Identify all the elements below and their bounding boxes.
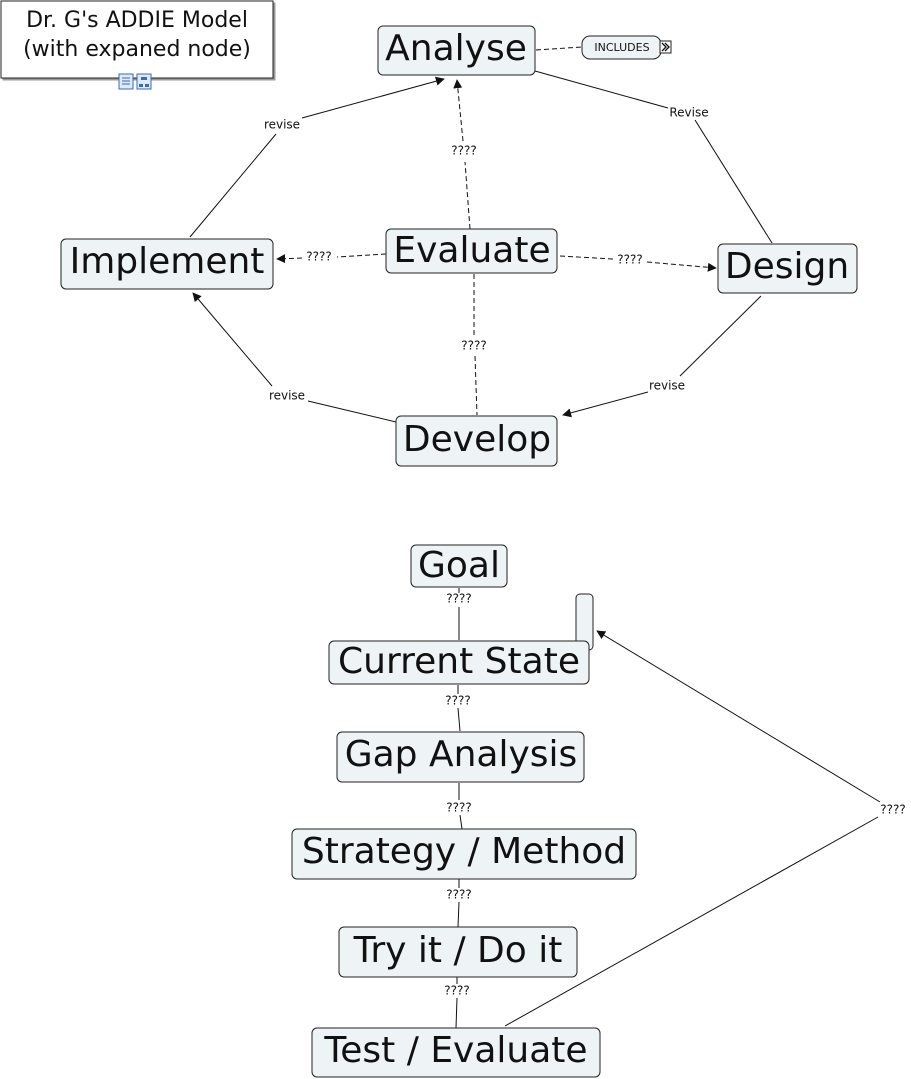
link-label-evaluate-implement[interactable]: ????	[306, 250, 331, 264]
edge-evaluate-q-up	[464, 161, 471, 230]
node-includes[interactable]: INCLUDES	[581, 35, 662, 60]
node-evaluate[interactable]: Evaluate	[385, 228, 558, 274]
edge-q-analyse	[453, 79, 464, 142]
link-label-evaluate-develop[interactable]: ????	[461, 339, 486, 353]
edge-evaluate-q-right	[559, 255, 614, 260]
node-test-evaluate[interactable]: Test / Evaluate	[311, 1027, 601, 1078]
edge-revise-design	[694, 119, 773, 244]
link-label-goal-current[interactable]: ????	[446, 592, 471, 606]
resource-icon[interactable]	[118, 73, 134, 90]
link-label-gap-strategy[interactable]: ????	[446, 801, 471, 815]
link-label-develop-implement[interactable]: revise	[269, 389, 305, 403]
edge-implement-revise	[189, 133, 277, 238]
node-strategy-method[interactable]: Strategy / Method	[291, 828, 637, 880]
edge-analyse-revise	[534, 70, 669, 109]
edge-revise-develop	[562, 391, 649, 418]
node-strategy-method-label: Strategy / Method	[302, 831, 626, 872]
link-label-strategy-try[interactable]: ????	[446, 888, 471, 902]
edge-revise-implement	[192, 292, 273, 387]
concept-map-icon[interactable]	[136, 73, 152, 90]
node-analyse-label: Analyse	[385, 28, 527, 69]
edge-q-design	[646, 261, 717, 272]
link-label-implement-analyse[interactable]: revise	[264, 118, 300, 132]
link-label-try-test[interactable]: ????	[444, 984, 469, 998]
node-goal[interactable]: Goal	[410, 544, 508, 588]
link-label-evaluate-design[interactable]: ????	[617, 253, 642, 267]
node-current-state-label: Current State	[338, 641, 580, 682]
node-implement[interactable]: Implement	[60, 238, 274, 290]
edge-q-try	[457, 901, 460, 928]
node-analyse[interactable]: Analyse	[377, 25, 536, 76]
edge-q-strategy	[459, 814, 463, 830]
edge-test-q	[504, 816, 879, 1027]
edge-q-develop	[474, 355, 478, 416]
edge-revise-analyse	[301, 76, 445, 119]
title-box: Dr. G's ADDIE Model (with expaned node)	[0, 0, 274, 79]
edge-q-implement	[276, 254, 303, 264]
link-label-analyse-design[interactable]: Revise	[669, 106, 708, 120]
node-gap-analysis[interactable]: Gap Analysis	[336, 731, 585, 783]
edge-evaluate-q-left	[336, 253, 387, 258]
node-try-it[interactable]: Try it / Do it	[338, 926, 578, 978]
edge-analyse-includes	[535, 46, 583, 51]
node-goal-label: Goal	[418, 545, 500, 586]
node-test-evaluate-label: Test / Evaluate	[323, 1030, 587, 1071]
edge-q-current-loop	[596, 630, 881, 803]
edge-q-test	[455, 997, 458, 1029]
node-includes-label: INCLUDES	[594, 41, 649, 54]
link-label-evaluate-analyse[interactable]: ????	[451, 144, 476, 158]
node-develop-label: Develop	[403, 419, 551, 460]
expand-icon[interactable]	[659, 40, 672, 54]
edge-develop-revise	[307, 400, 397, 423]
node-try-it-label: Try it / Do it	[353, 930, 563, 971]
link-label-test-loop[interactable]: ????	[880, 803, 905, 817]
node-gap-analysis-label: Gap Analysis	[345, 734, 578, 775]
node-implement-label: Implement	[70, 241, 265, 282]
link-label-design-develop[interactable]: revise	[649, 379, 685, 393]
title-line-1: Dr. G's ADDIE Model	[26, 8, 248, 33]
edge-q-gap	[457, 707, 461, 732]
node-evaluate-label: Evaluate	[393, 230, 550, 271]
title-line-2: (with expaned node)	[23, 37, 251, 62]
edge-design-revise	[679, 295, 762, 377]
link-label-current-gap[interactable]: ????	[445, 694, 470, 708]
node-design-label: Design	[725, 246, 849, 287]
node-design[interactable]: Design	[717, 243, 858, 294]
node-develop[interactable]: Develop	[395, 415, 558, 467]
node-current-state[interactable]: Current State	[328, 640, 590, 685]
